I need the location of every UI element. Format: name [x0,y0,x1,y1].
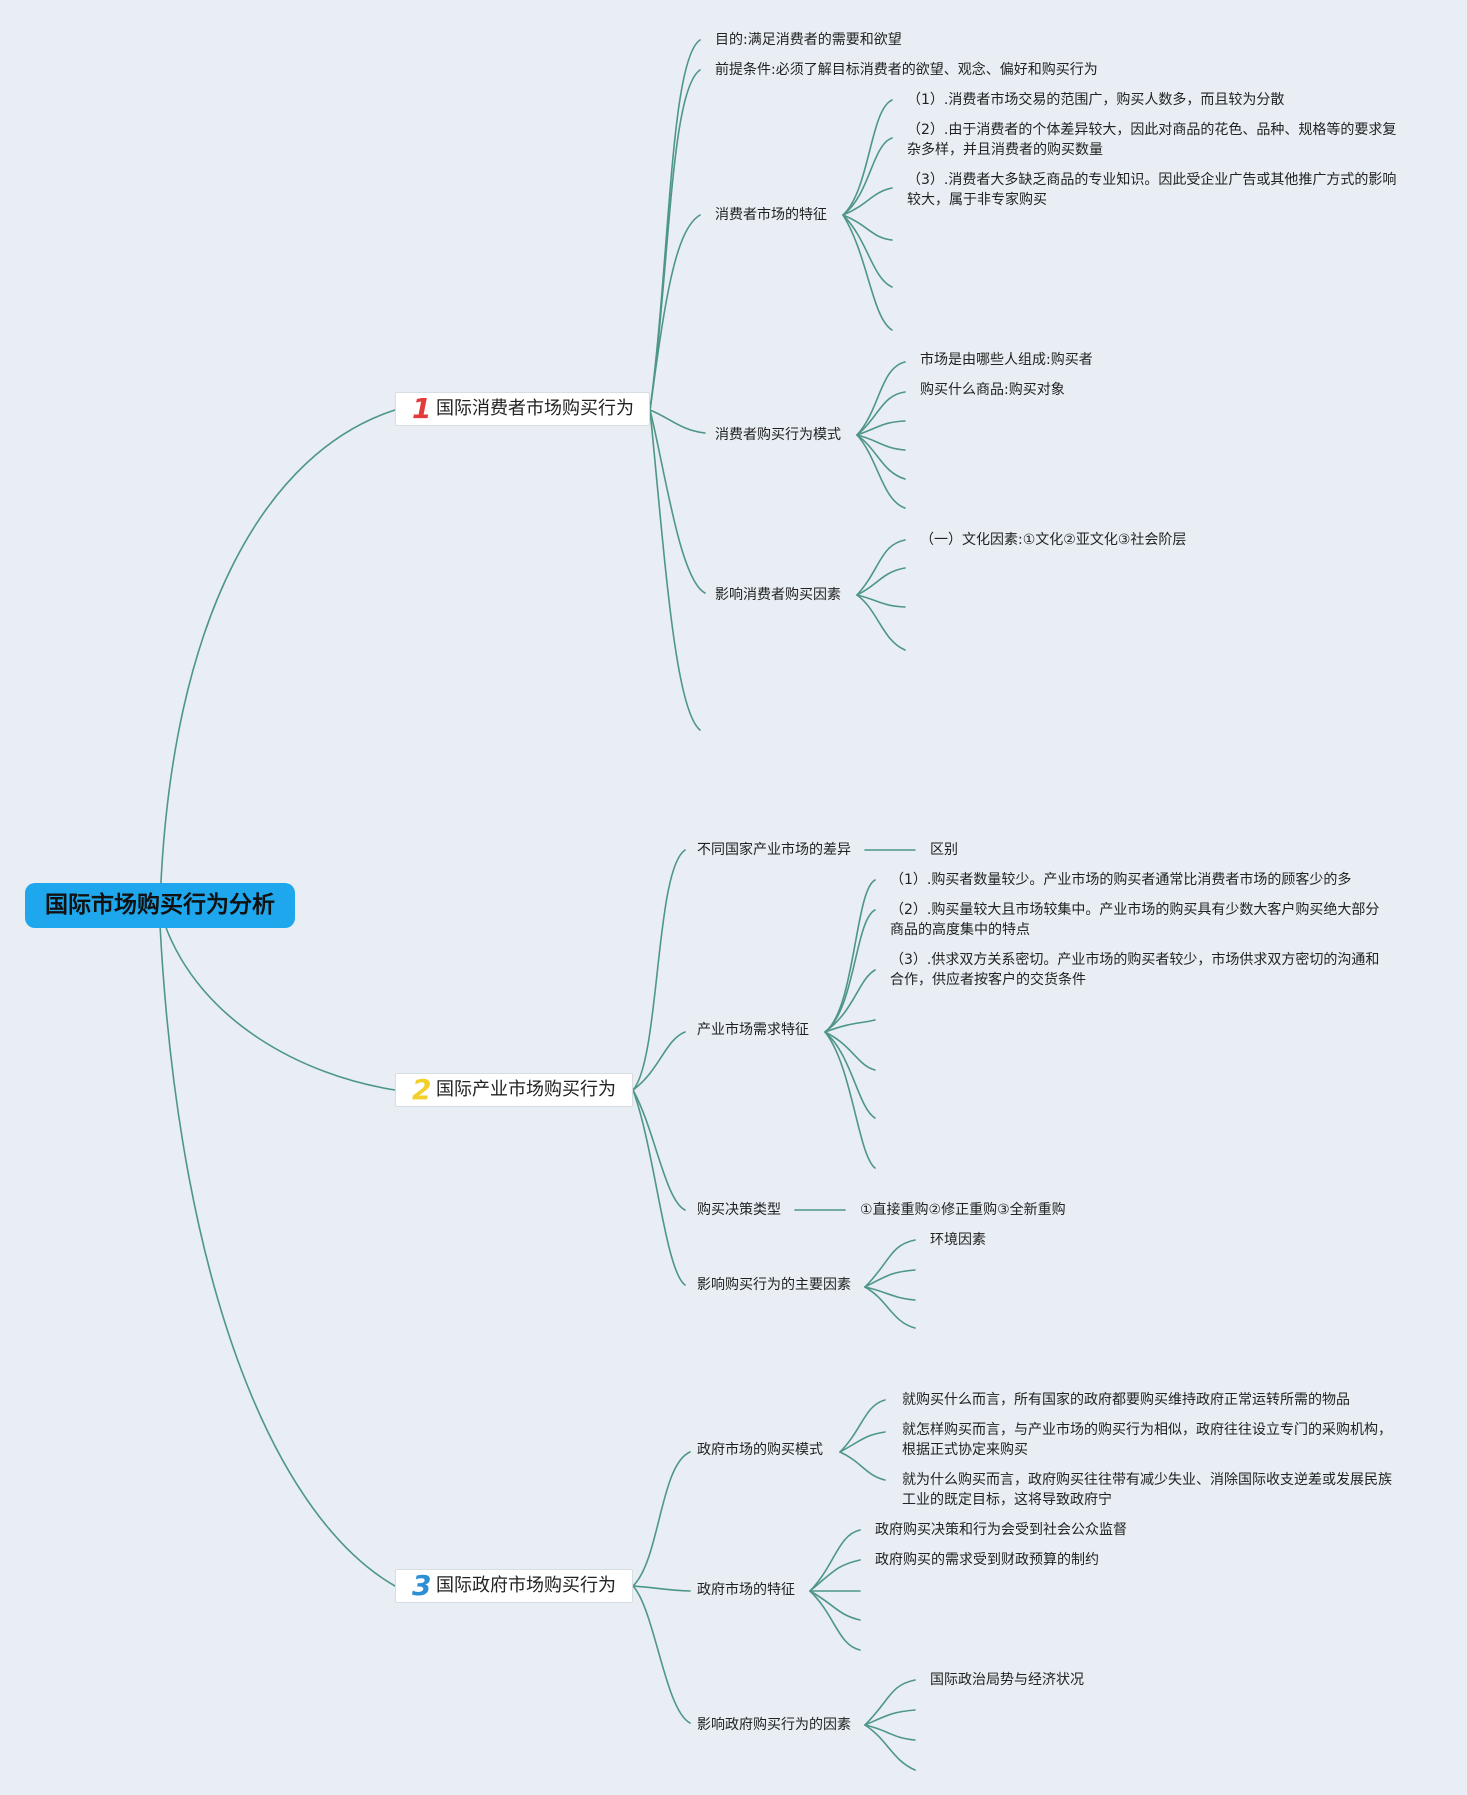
node-gov-features[interactable]: 政府市场的特征 [697,1582,795,1598]
node-diff-child[interactable]: 区别 [930,842,958,858]
node-demand-item-1[interactable]: （1）.购买者数量较少。产业市场的购买者通常比消费者市场的顾客少的多 [890,872,1352,888]
main-node-industrial[interactable]: 2 国际产业市场购买行为 [395,1073,633,1107]
node-demand-item-2[interactable]: （2）.购买量较大且市场较集中。产业市场的购买具有少数大客户购买绝大部分商品的高… [890,902,1380,938]
node-demand-item-3[interactable]: （3）.供求双方关系密切。产业市场的购买者较少，市场供求双方密切的沟通和合作，供… [890,952,1380,988]
root-node[interactable]: 国际市场购买行为分析 [25,883,295,928]
node-gov-feature-1[interactable]: 政府购买决策和行为会受到社会公众监督 [875,1522,1127,1538]
node-decision-child[interactable]: ①直接重购②修正重购③全新重购 [860,1202,1066,1218]
node-purpose[interactable]: 目的:满足消费者的需要和欲望 [715,32,902,48]
node-model-item-2[interactable]: 购买什么商品:购买对象 [920,382,1065,398]
main-node-label: 国际消费者市场购买行为 [436,398,634,419]
node-premise[interactable]: 前提条件:必须了解目标消费者的欲望、观念、偏好和购买行为 [715,62,1098,78]
node-consumer-feature-2[interactable]: （2）.由于消费者的个体差异较大，因此对商品的花色、品种、规格等的要求复杂多样，… [907,122,1397,158]
node-pattern-item-2[interactable]: 就怎样购买而言，与产业市场的购买行为相似，政府往往设立专门的采购机构，根据正式协… [902,1422,1392,1458]
node-consumer-feature-1[interactable]: （1）.消费者市场交易的范围广，购买人数多，而且较为分散 [907,92,1285,108]
node-model-item-1[interactable]: 市场是由哪些人组成:购买者 [920,352,1093,368]
main-node-consumer[interactable]: 1 国际消费者市场购买行为 [395,392,650,426]
node-gov-factors[interactable]: 影响政府购买行为的因素 [697,1717,851,1733]
main-node-government[interactable]: 3 国际政府市场购买行为 [395,1569,633,1603]
branch-number-2: 2 [412,1073,432,1106]
main-node-label: 国际政府市场购买行为 [436,1575,616,1596]
node-gov-factor-1[interactable]: 国际政治局势与经济状况 [930,1672,1084,1688]
node-consumer-features[interactable]: 消费者市场的特征 [715,207,827,223]
main-node-label: 国际产业市场购买行为 [436,1079,616,1100]
node-pattern-item-1[interactable]: 就购买什么而言，所有国家的政府都要购买维持政府正常运转所需的物品 [902,1392,1350,1408]
node-decision-type[interactable]: 购买决策类型 [697,1202,781,1218]
node-factor-item-1[interactable]: （一）文化因素:①文化②亚文化③社会阶层 [920,532,1187,548]
node-gov-feature-2[interactable]: 政府购买的需求受到财政预算的制约 [875,1552,1099,1568]
node-consumer-feature-3[interactable]: （3）.消费者大多缺乏商品的专业知识。因此受企业广告或其他推广方式的影响较大，属… [907,172,1397,208]
node-pattern-item-3[interactable]: 就为什么购买而言，政府购买往往带有减少失业、消除国际收支逆差或发展民族工业的既定… [902,1472,1392,1508]
node-industrial-demand[interactable]: 产业市场需求特征 [697,1022,809,1038]
node-consumer-model[interactable]: 消费者购买行为模式 [715,427,841,443]
node-industrial-diff[interactable]: 不同国家产业市场的差异 [697,842,851,858]
node-influence-item-1[interactable]: 环境因素 [930,1232,986,1248]
branch-number-3: 3 [412,1569,432,1602]
node-industrial-influence[interactable]: 影响购买行为的主要因素 [697,1277,851,1293]
node-consumer-factors[interactable]: 影响消费者购买因素 [715,587,841,603]
branch-number-1: 1 [412,392,432,425]
node-gov-pattern[interactable]: 政府市场的购买模式 [697,1442,823,1458]
